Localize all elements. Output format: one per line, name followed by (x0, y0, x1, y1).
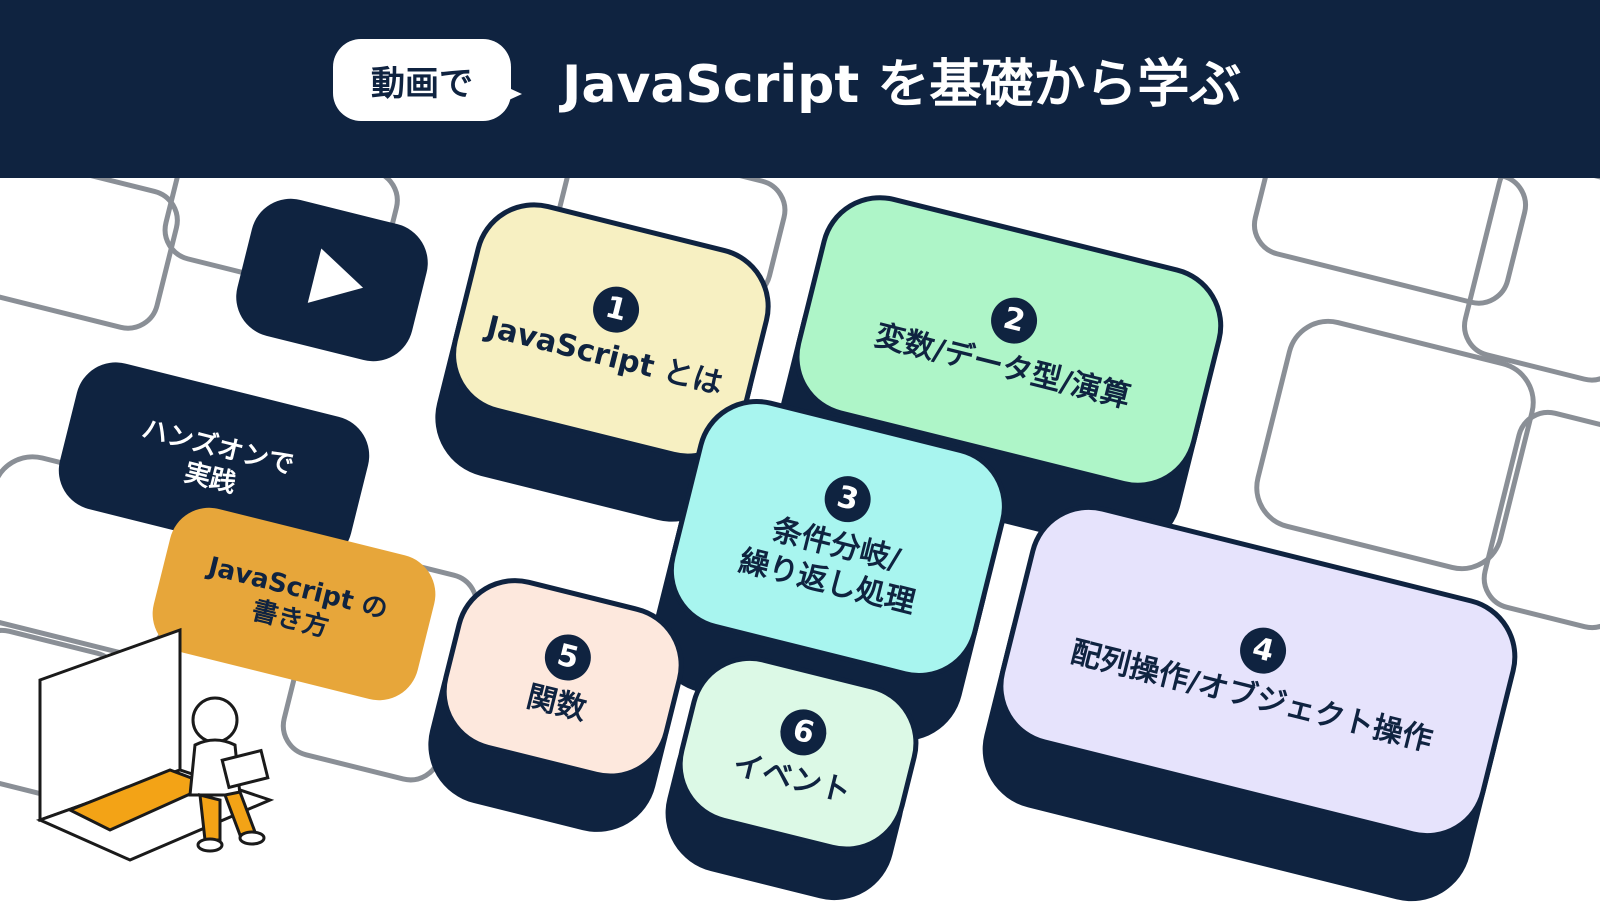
key-number-badge: 1 (588, 281, 645, 337)
key-number-badge: 4 (1235, 622, 1292, 678)
video-tag-bubble: 動画で (333, 39, 511, 121)
key-number-badge: 5 (540, 629, 596, 685)
key-number-badge: 3 (819, 470, 876, 527)
key-number-badge: 6 (775, 704, 832, 761)
person-with-laptop-illustration (35, 627, 275, 862)
key-label: 条件分岐/ 繰り返し処理 (735, 511, 919, 621)
video-tag-bubble-tail (500, 84, 522, 104)
page-title: JavaScript を基礎から学ぶ (562, 55, 1242, 115)
header-banner: 動画で JavaScript を基礎から学ぶ (0, 0, 1600, 178)
key-label: 関数 (523, 678, 590, 728)
key-number-badge: 2 (986, 292, 1043, 348)
play-triangle-icon (307, 248, 370, 315)
key-label: イベント (729, 746, 855, 810)
